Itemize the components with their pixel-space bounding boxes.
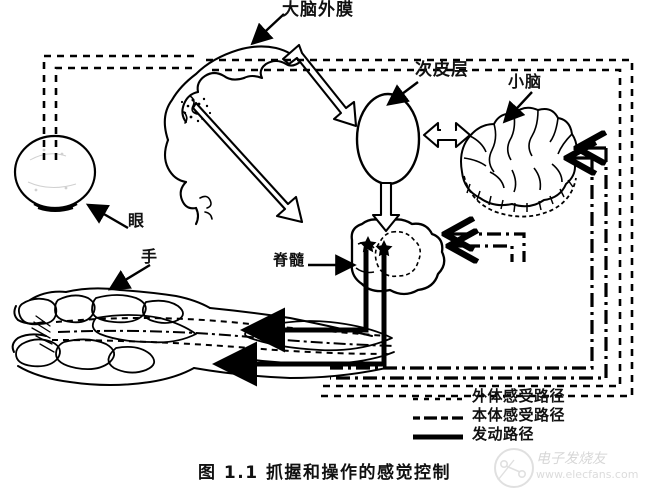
subcortex-spinalcord-hollow-arrow: [371, 181, 401, 233]
label-hand: 手: [141, 247, 159, 266]
cerebellum-shape: [460, 106, 578, 218]
cerebellum-input-hollow-arrow: [441, 128, 455, 136]
legend-swatch-dash-dot: [412, 409, 464, 421]
label-cortex: 大脑外膜: [282, 0, 354, 20]
eye-pointer-arrow: [85, 203, 129, 230]
cortex-spinalcord-hollow-arrow: [191, 101, 304, 224]
legend-swatch-dotted: [412, 390, 464, 402]
arm-sensory-strands: [51, 317, 393, 355]
label-eye: 眼: [128, 211, 146, 230]
cortex-pointer-arrow: [250, 13, 285, 46]
legend-item-exteroceptive: 外体感受路径: [412, 386, 642, 405]
neuron-star-icon: [359, 236, 377, 253]
legend-label-motor: 发动路径: [472, 425, 535, 443]
figure-caption: 图 1.1 抓握和操作的感觉控制: [198, 463, 451, 483]
subcortex-shape: [355, 92, 421, 186]
label-cerebellum: 小脑: [508, 72, 543, 91]
legend-swatch-solid: [412, 428, 464, 440]
label-spinal-cord: 脊髓: [273, 251, 306, 269]
hand-pointer-arrow: [107, 263, 151, 291]
proprioceptive-pathway: [330, 148, 608, 380]
legend-item-motor: 发动路径: [412, 424, 642, 443]
label-subcortex: 次皮层: [415, 60, 469, 80]
legend-label-proprioceptive: 本体感受路径: [472, 406, 566, 424]
legend-item-proprioceptive: 本体感受路径: [412, 405, 642, 424]
eye-shape: [13, 134, 97, 212]
motor-pathway: [212, 250, 387, 387]
legend-label-exteroceptive: 外体感受路径: [472, 387, 566, 405]
subcortex-pointer-arrow: [386, 81, 419, 106]
arm-proprio-strand: [57, 329, 395, 347]
hand-arm-shape: [11, 287, 395, 386]
neuron-star-icon-2: [375, 240, 393, 257]
cortex-subcortex-hollow-arrow: [281, 43, 358, 128]
exteroceptive-pathway: [42, 54, 634, 398]
legend: 外体感受路径 本体感受路径 发动路径: [412, 386, 642, 443]
cerebellum-pointer-arrow: [502, 91, 533, 124]
